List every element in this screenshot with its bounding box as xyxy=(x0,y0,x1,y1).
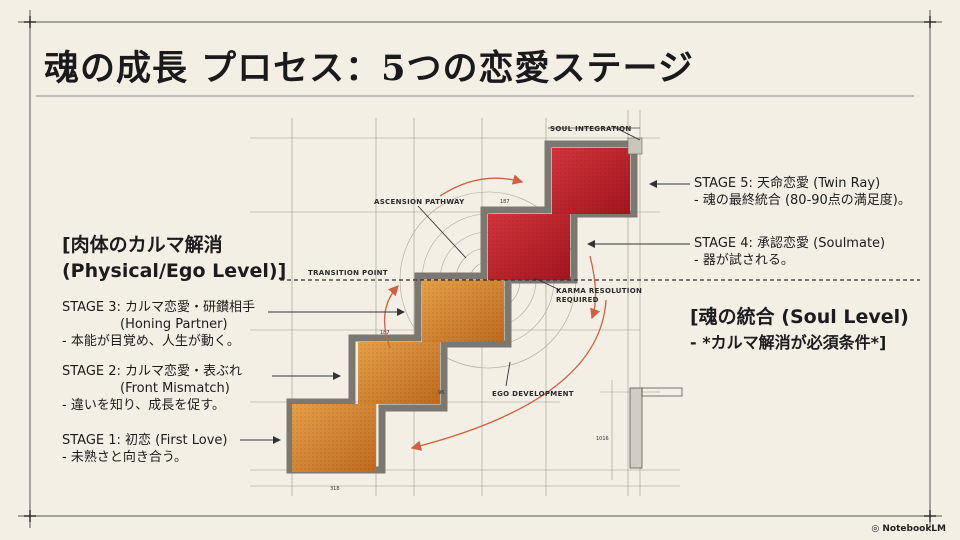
page-frame xyxy=(18,10,942,528)
right-group-heading: [魂の統合 (Soul Level) - *カルマ解消が必須条件*] xyxy=(690,304,909,356)
stage-2-label: STAGE 2: カルマ恋愛・表ぶれ (Front Mismatch) - 違い… xyxy=(62,363,242,414)
corner-marks xyxy=(24,16,936,522)
left-group-line2: (Physical/Ego Level)] xyxy=(62,260,287,282)
fixture-detail xyxy=(629,387,683,469)
brand-logo: ◎ NotebookLM xyxy=(871,524,946,534)
svg-text:1016: 1016 xyxy=(596,436,609,442)
stage-2-title: STAGE 2: カルマ恋愛・表ぶれ xyxy=(62,364,243,379)
stage-3-title: STAGE 3: カルマ恋愛・研鑚相手 xyxy=(62,300,256,315)
stage-arrows xyxy=(240,180,690,444)
left-group-heading: [肉体のカルマ解消 (Physical/Ego Level)] xyxy=(62,232,286,284)
karma-line1: KARMA RESOLUTION xyxy=(556,287,643,295)
page-title: 魂の成長 プロセス：5つの恋愛ステージ xyxy=(44,48,694,89)
cycle-arrows xyxy=(384,174,607,451)
brand-text: NotebookLM xyxy=(882,524,946,534)
karma-resolution-label: KARMA RESOLUTION REQUIRED xyxy=(556,287,642,305)
transition-point-label: TRANSITION POINT xyxy=(308,269,388,277)
stage-4-label: STAGE 4: 承認恋愛 (Soulmate) - 器が試される。 xyxy=(694,235,885,269)
soul-integration-label: SOUL INTEGRATION xyxy=(550,125,632,133)
stage-2-desc: - 違いを知り、成長を促す。 xyxy=(62,398,226,413)
stage-4-desc: - 器が試される。 xyxy=(694,253,794,268)
stage-3-desc: - 本能が目覚め、人生が動く。 xyxy=(62,334,240,349)
svg-text:96: 96 xyxy=(438,390,444,396)
ascension-pathway-label: ASCENSION PATHWAY xyxy=(374,198,465,206)
karma-line2: REQUIRED xyxy=(556,296,599,304)
left-group-line1: [肉体のカルマ解消 xyxy=(62,234,223,256)
stage-3-subtitle: (Honing Partner) xyxy=(120,317,228,332)
ego-development-label: EGO DEVELOPMENT xyxy=(492,390,574,398)
stair-steps xyxy=(292,148,630,472)
brand-icon: ◎ xyxy=(871,524,883,534)
right-group-line1: [魂の統合 (Soul Level) xyxy=(690,306,909,328)
stage-5-desc: - 魂の最終統合 (80-90点の満足度)。 xyxy=(694,193,911,208)
right-group-line2: - *カルマ解消が必須条件*] xyxy=(690,333,887,352)
soul-integration-block xyxy=(627,137,643,155)
svg-text:187: 187 xyxy=(380,330,390,336)
stage-5-title: STAGE 5: 天命恋愛 (Twin Ray) xyxy=(694,176,881,191)
stage-3-label: STAGE 3: カルマ恋愛・研鑚相手 (Honing Partner) - 本… xyxy=(62,299,255,350)
stage-1-desc: - 未熟さと向き合う。 xyxy=(62,450,188,465)
stage-5-label: STAGE 5: 天命恋愛 (Twin Ray) - 魂の最終統合 (80-90… xyxy=(694,175,911,209)
stage-2-subtitle: (Front Mismatch) xyxy=(120,381,230,396)
stage-1-title: STAGE 1: 初恋 (First Love) xyxy=(62,433,228,448)
stage-4-title: STAGE 4: 承認恋愛 (Soulmate) xyxy=(694,236,886,251)
svg-text:187: 187 xyxy=(500,199,510,205)
stage-1-label: STAGE 1: 初恋 (First Love) - 未熟さと向き合う。 xyxy=(62,432,227,466)
leader-lines xyxy=(417,125,641,387)
svg-text:318: 318 xyxy=(330,486,340,492)
